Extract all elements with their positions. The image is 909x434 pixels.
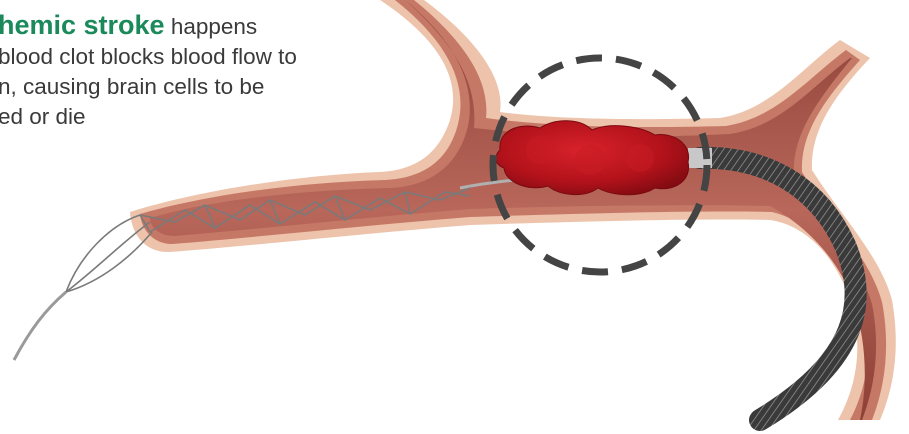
- clot-blob: [575, 145, 605, 175]
- clot-blob: [526, 136, 554, 164]
- caption-text: hemic stroke happens blood clot blocks b…: [0, 10, 420, 132]
- caption-term: hemic stroke: [0, 10, 165, 40]
- caption-line-4: ed or die: [0, 102, 420, 132]
- caption-term-rest: happens: [165, 14, 258, 39]
- delivery-wire: [14, 292, 66, 360]
- caption-line-1: hemic stroke happens: [0, 10, 420, 42]
- clot-blob: [626, 144, 654, 172]
- caption-line-2: blood clot blocks blood flow to: [0, 42, 420, 72]
- caption-line-3: n, causing brain cells to be: [0, 72, 420, 102]
